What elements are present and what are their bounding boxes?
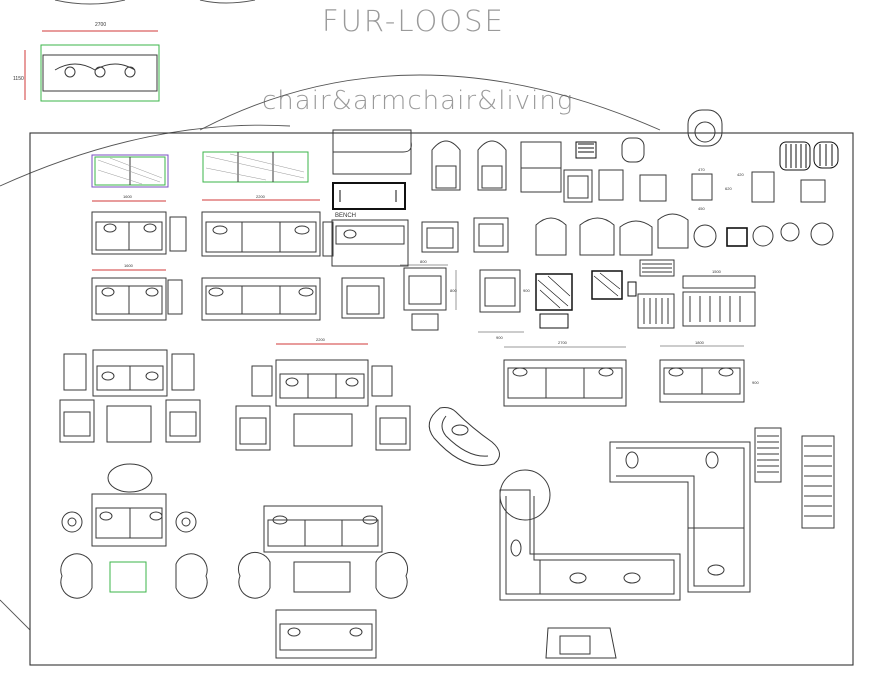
arcs — [0, 0, 661, 631]
sofa-hatched-3seat — [202, 151, 309, 183]
living-set-1 — [59, 349, 201, 443]
dim-green-w: 2700 — [95, 22, 106, 28]
sofa-right — [659, 345, 745, 403]
dim-chair-a-h: 800 — [450, 288, 457, 293]
dim-sofa-c: 1600 — [124, 263, 134, 268]
l-sofa — [499, 441, 751, 601]
chaise-top — [332, 129, 412, 210]
armchairs-row3 — [421, 213, 834, 256]
loveseat-mid — [331, 219, 409, 319]
sofa-2seat-a — [91, 200, 187, 255]
sofa-2seat-c — [91, 269, 183, 321]
dim-bench: 1500 — [712, 269, 722, 274]
sheet-frame — [29, 132, 854, 666]
dim-sofa-a: 1600 — [123, 194, 133, 199]
hatched-chairs — [535, 270, 637, 329]
tub-chairs-top — [431, 109, 723, 193]
dim-sofa-b: 2200 — [256, 194, 266, 199]
dim-sofa-right-h: 900 — [752, 380, 759, 385]
curved-sofa — [428, 407, 500, 466]
drawing-subtitle: chair&armchair&living — [262, 86, 574, 116]
dim-small-a: 470 — [698, 167, 705, 172]
dim-sofa-right: 1800 — [695, 340, 705, 345]
sofa-green-top — [24, 30, 160, 102]
dim-small-b: 620 — [725, 186, 732, 191]
sofa-hatched-2seat — [91, 154, 169, 188]
sofa-3seat-d — [201, 277, 321, 321]
living-set-2 — [235, 343, 411, 451]
armchair-pair-dims — [400, 264, 524, 333]
chaise-bottom — [545, 627, 617, 659]
benches-right — [637, 259, 756, 329]
small-chairs-row2 — [563, 169, 826, 203]
dim-sofa-d: 2200 — [316, 337, 326, 342]
drawing-title: FUR-LOOSE — [322, 4, 505, 38]
oval-table-set — [60, 463, 208, 599]
loungers-right — [754, 427, 835, 529]
dim-chair-a: 800 — [420, 259, 427, 264]
striped-stools — [779, 141, 839, 171]
dim-chair-b: 900 — [496, 335, 503, 340]
living-set-3 — [237, 505, 409, 659]
sofa-long — [503, 346, 627, 407]
dim-chair-b-h: 900 — [523, 288, 530, 293]
dim-green-h: 1150 — [13, 76, 24, 82]
sofa-3seat-b — [201, 199, 334, 257]
dim-small-c: 450 — [698, 206, 705, 211]
dim-sofa-long: 2700 — [558, 340, 568, 345]
bench-label: BENCH — [335, 213, 356, 219]
dim-small-d: 420 — [737, 172, 744, 177]
